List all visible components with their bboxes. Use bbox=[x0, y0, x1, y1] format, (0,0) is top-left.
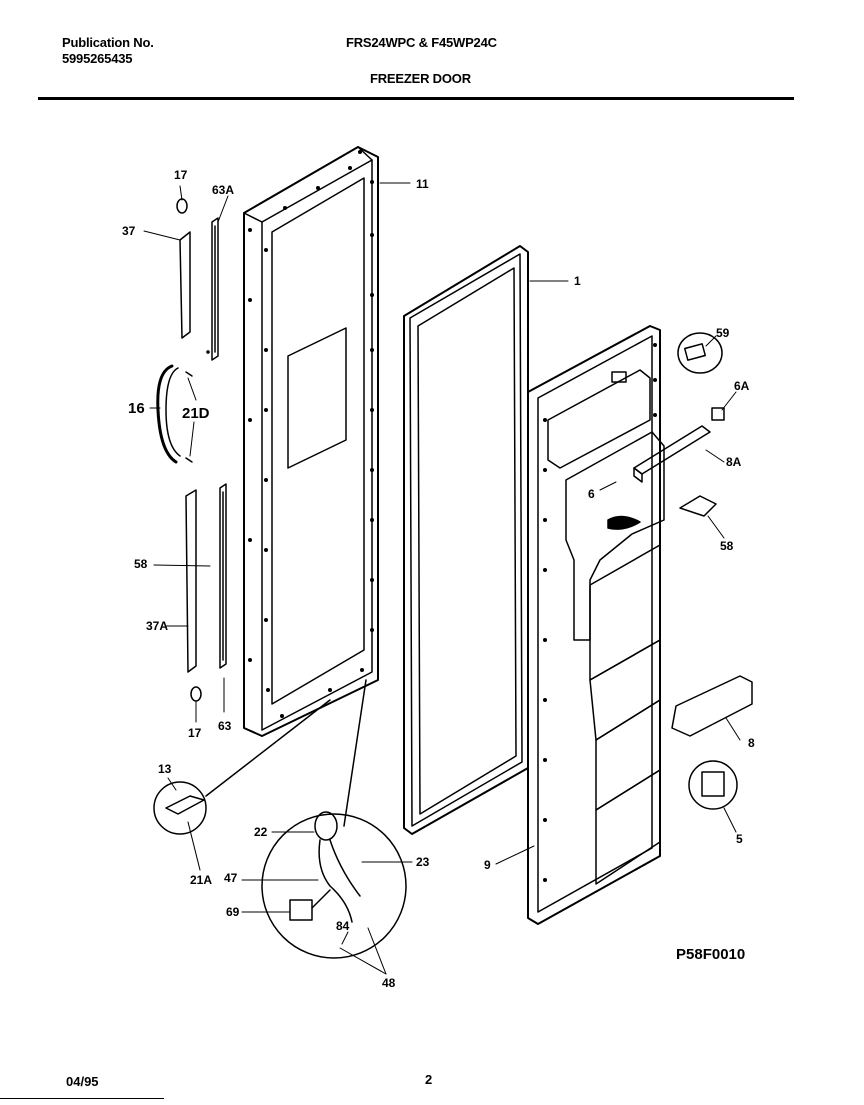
wiring-detail bbox=[261, 679, 407, 959]
callout-48: 48 bbox=[382, 976, 396, 990]
callout-59: 59 bbox=[716, 326, 730, 340]
hinge-detail bbox=[153, 699, 331, 835]
callout-22: 22 bbox=[254, 825, 268, 839]
callout-37a: 37A bbox=[146, 619, 169, 633]
side-trims bbox=[176, 198, 227, 702]
callout-6a: 6A bbox=[734, 379, 750, 393]
dispenser-parts bbox=[633, 332, 753, 810]
footer-date: 04/95 bbox=[66, 1074, 99, 1089]
callout-58-left: 58 bbox=[134, 557, 148, 571]
inner-door-liner bbox=[527, 325, 665, 925]
callout-6: 6 bbox=[588, 487, 595, 501]
callout-37: 37 bbox=[122, 224, 136, 238]
callout-47: 47 bbox=[224, 871, 238, 885]
outer-door-panel bbox=[243, 146, 379, 737]
publication-label: Publication No. bbox=[62, 35, 154, 50]
callout-58-right: 58 bbox=[720, 539, 734, 553]
callout-16: 16 bbox=[128, 400, 145, 417]
callout-63: 63 bbox=[218, 719, 232, 733]
door-handle bbox=[156, 364, 193, 464]
footer-rule bbox=[0, 1098, 164, 1099]
door-gasket bbox=[403, 245, 529, 835]
callout-11: 11 bbox=[416, 177, 429, 191]
publication-number: 5995265435 bbox=[62, 51, 133, 66]
callout-21a: 21A bbox=[190, 873, 213, 887]
model-numbers: FRS24WPC & F45WP24C bbox=[346, 35, 497, 50]
callout-17-bottom: 17 bbox=[188, 726, 202, 740]
section-title: FREEZER DOOR bbox=[370, 71, 471, 86]
callout-84: 84 bbox=[336, 919, 350, 933]
callout-8a: 8A bbox=[726, 455, 742, 469]
callout-leaders bbox=[143, 182, 741, 975]
callout-23: 23 bbox=[416, 855, 430, 869]
callout-63a: 63A bbox=[212, 183, 235, 197]
callout-21d: 21D bbox=[182, 405, 210, 422]
drawing-code: P58F0010 bbox=[676, 946, 746, 963]
header-rule bbox=[38, 97, 794, 100]
page-number: 2 bbox=[425, 1072, 433, 1087]
callout-9: 9 bbox=[484, 858, 491, 872]
callout-8: 8 bbox=[748, 736, 755, 750]
callout-69: 69 bbox=[226, 905, 240, 919]
callout-5: 5 bbox=[736, 832, 743, 846]
callout-17-top: 17 bbox=[174, 168, 188, 182]
callout-1: 1 bbox=[574, 274, 581, 288]
callout-13: 13 bbox=[158, 762, 172, 776]
